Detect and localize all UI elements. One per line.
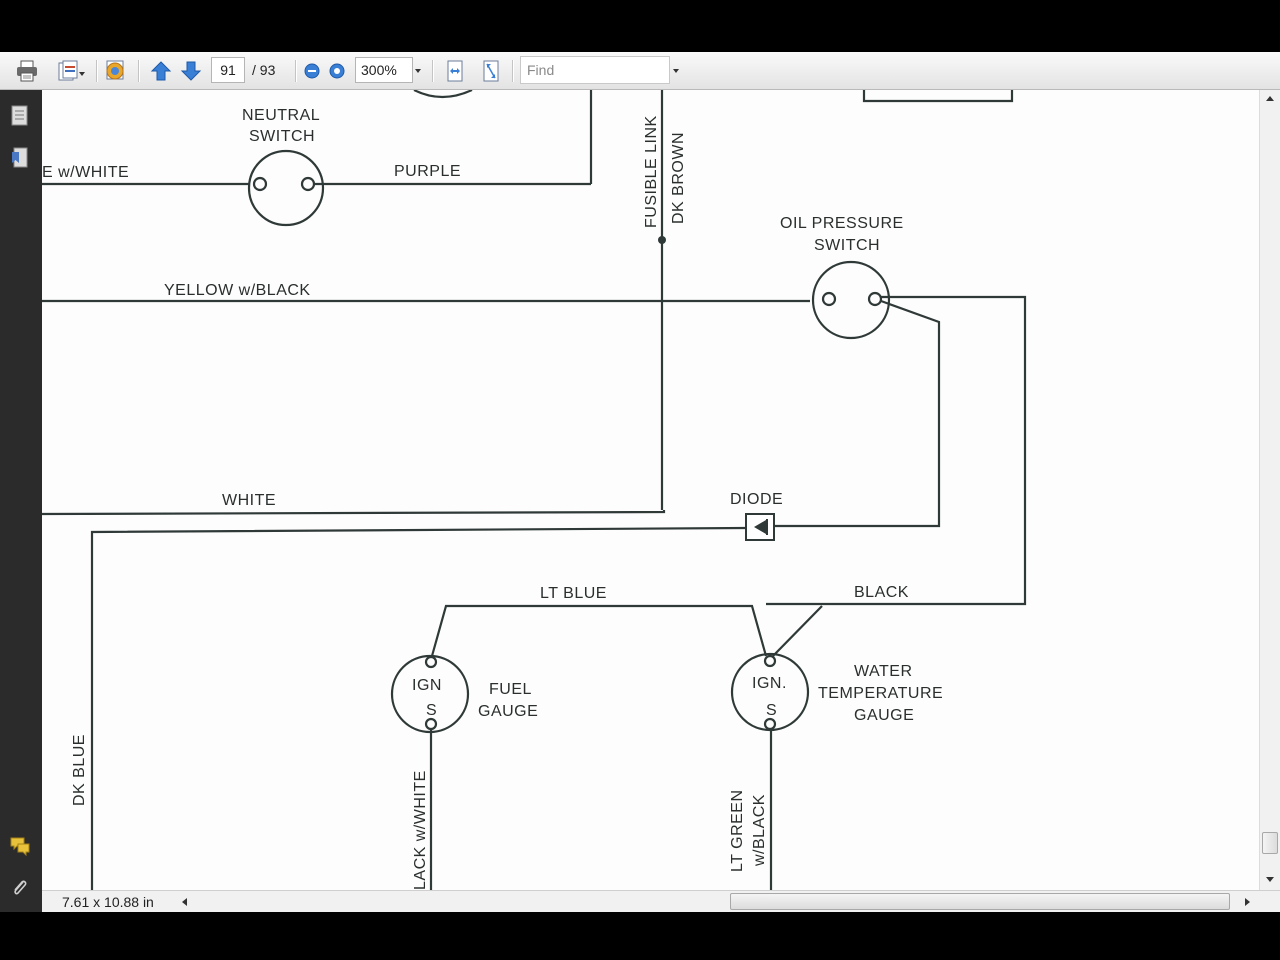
chevron-down-icon: [79, 72, 85, 76]
vertical-scrollbar[interactable]: [1259, 90, 1280, 890]
label-fuel-s: S: [426, 702, 437, 719]
oil-pressure-terminal: [867, 291, 883, 307]
toolbar-separator: [512, 60, 514, 82]
fit-width-button[interactable]: [443, 58, 467, 84]
scroll-left-icon[interactable]: [182, 898, 187, 906]
find-dropdown-chevron-icon[interactable]: [673, 69, 679, 73]
partial-component-top: [413, 90, 473, 99]
page-number-input[interactable]: 91: [211, 57, 245, 83]
neutral-switch-terminal: [300, 176, 316, 192]
wire-white: [42, 510, 666, 516]
label-white: WHITE: [222, 492, 276, 509]
toolbar-separator: [138, 60, 140, 82]
label-neutral: NEUTRAL: [242, 107, 320, 124]
page-size-label: 7.61 x 10.88 in: [62, 894, 154, 910]
label-w-black: w/BLACK: [751, 794, 768, 867]
label-yellow-black: YELLOW w/BLACK: [164, 282, 311, 299]
navigation-panel: [0, 90, 42, 912]
export-document-icon: [58, 60, 78, 81]
water-gauge-s-terminal: [763, 717, 777, 731]
zoom-dropdown-chevron-icon[interactable]: [415, 69, 421, 73]
toolbar-separator: [432, 60, 434, 82]
status-bar: 7.61 x 10.88 in: [42, 890, 1280, 912]
label-lt-blue: LT BLUE: [540, 585, 607, 602]
fit-width-icon: [447, 60, 463, 82]
wiring-diagram: NEUTRAL SWITCH E w/WHITE PURPLE FUSIBLE …: [42, 90, 1027, 890]
zoom-level-input[interactable]: 300%: [355, 57, 413, 83]
comments-panel-button[interactable]: [9, 834, 31, 858]
attachments-panel-button[interactable]: [9, 876, 31, 900]
scroll-right-icon[interactable]: [1245, 898, 1250, 906]
vertical-scroll-thumb[interactable]: [1262, 832, 1278, 854]
label-black: BLACK: [854, 584, 909, 601]
paperclip-icon: [14, 880, 27, 895]
label-fuel-gauge: GAUGE: [478, 703, 538, 720]
diode-symbol: [745, 513, 775, 541]
find-input[interactable]: Find: [520, 56, 670, 84]
wire-lt-blue: [430, 604, 768, 657]
zoom-in-button[interactable]: [327, 58, 347, 84]
label-oil-pressure-switch: SWITCH: [814, 237, 880, 254]
printer-icon: [17, 60, 37, 82]
print-button[interactable]: [14, 58, 40, 84]
pages-icon: [11, 105, 28, 126]
fuel-gauge-s-terminal: [424, 717, 438, 731]
fit-page-icon: [483, 60, 499, 82]
wire-black: [766, 295, 1027, 606]
wire-to-diode: [765, 299, 941, 528]
share-review-icon: [106, 60, 124, 80]
label-white-stripe: E w/WHITE: [42, 164, 129, 181]
arrow-up-icon: [150, 61, 172, 81]
next-page-button[interactable]: [178, 58, 204, 84]
zoom-out-icon: [304, 63, 320, 79]
fuel-gauge-ign-terminal: [424, 655, 438, 669]
label-water-s: S: [766, 702, 777, 719]
oil-pressure-switch: [811, 260, 891, 340]
bookmark-icon: [12, 147, 28, 168]
oil-pressure-terminal: [821, 291, 837, 307]
wire-dk-blue: [90, 526, 747, 890]
label-oil-pressure: OIL PRESSURE: [780, 215, 904, 232]
zoom-in-icon: [329, 63, 345, 79]
comment-bubbles-icon: [10, 837, 30, 856]
arrow-down-icon: [180, 61, 202, 81]
pages-panel-button[interactable]: [9, 104, 31, 128]
partial-box-top: [862, 90, 1014, 103]
screen-top-bar: [0, 0, 1280, 52]
wire-junction: [658, 236, 666, 244]
toolbar-separator: [295, 60, 297, 82]
label-fuel-ign: IGN: [412, 677, 442, 694]
scroll-up-icon[interactable]: [1266, 96, 1274, 101]
neutral-switch-terminal: [252, 176, 268, 192]
label-water-ign: IGN.: [752, 675, 787, 692]
document-view[interactable]: NEUTRAL SWITCH E w/WHITE PURPLE FUSIBLE …: [42, 90, 1259, 890]
collaborate-button[interactable]: [102, 58, 130, 84]
label-diode: DIODE: [730, 491, 783, 508]
label-fusible-link: FUSIBLE LINK: [643, 115, 660, 228]
zoom-out-button[interactable]: [302, 58, 322, 84]
label-dk-blue: DK BLUE: [71, 734, 88, 806]
scroll-down-icon[interactable]: [1266, 877, 1274, 882]
label-lt-green: LT GREEN: [729, 789, 746, 872]
toolbar-separator: [96, 60, 98, 82]
water-gauge-ign-terminal: [763, 654, 777, 668]
label-fuel: FUEL: [489, 681, 532, 698]
neutral-switch: [247, 149, 325, 227]
bookmarks-panel-button[interactable]: [9, 146, 31, 170]
label-purple: PURPLE: [394, 163, 461, 180]
label-temperature: TEMPERATURE: [818, 685, 943, 702]
fit-page-button[interactable]: [479, 58, 503, 84]
label-water-gauge: GAUGE: [854, 707, 914, 724]
label-black-white: LACK w/WHITE: [412, 770, 429, 890]
wire-black-to-gauge: [772, 605, 823, 657]
previous-page-button[interactable]: [148, 58, 174, 84]
horizontal-scroll-thumb[interactable]: [730, 893, 1230, 910]
label-water: WATER: [854, 663, 913, 680]
screen-bottom-bar: [0, 912, 1280, 960]
label-neutral-switch: SWITCH: [249, 128, 315, 145]
label-dk-brown: DK BROWN: [670, 132, 687, 224]
page-total-label: / 93: [252, 62, 276, 78]
export-button[interactable]: [50, 58, 88, 84]
